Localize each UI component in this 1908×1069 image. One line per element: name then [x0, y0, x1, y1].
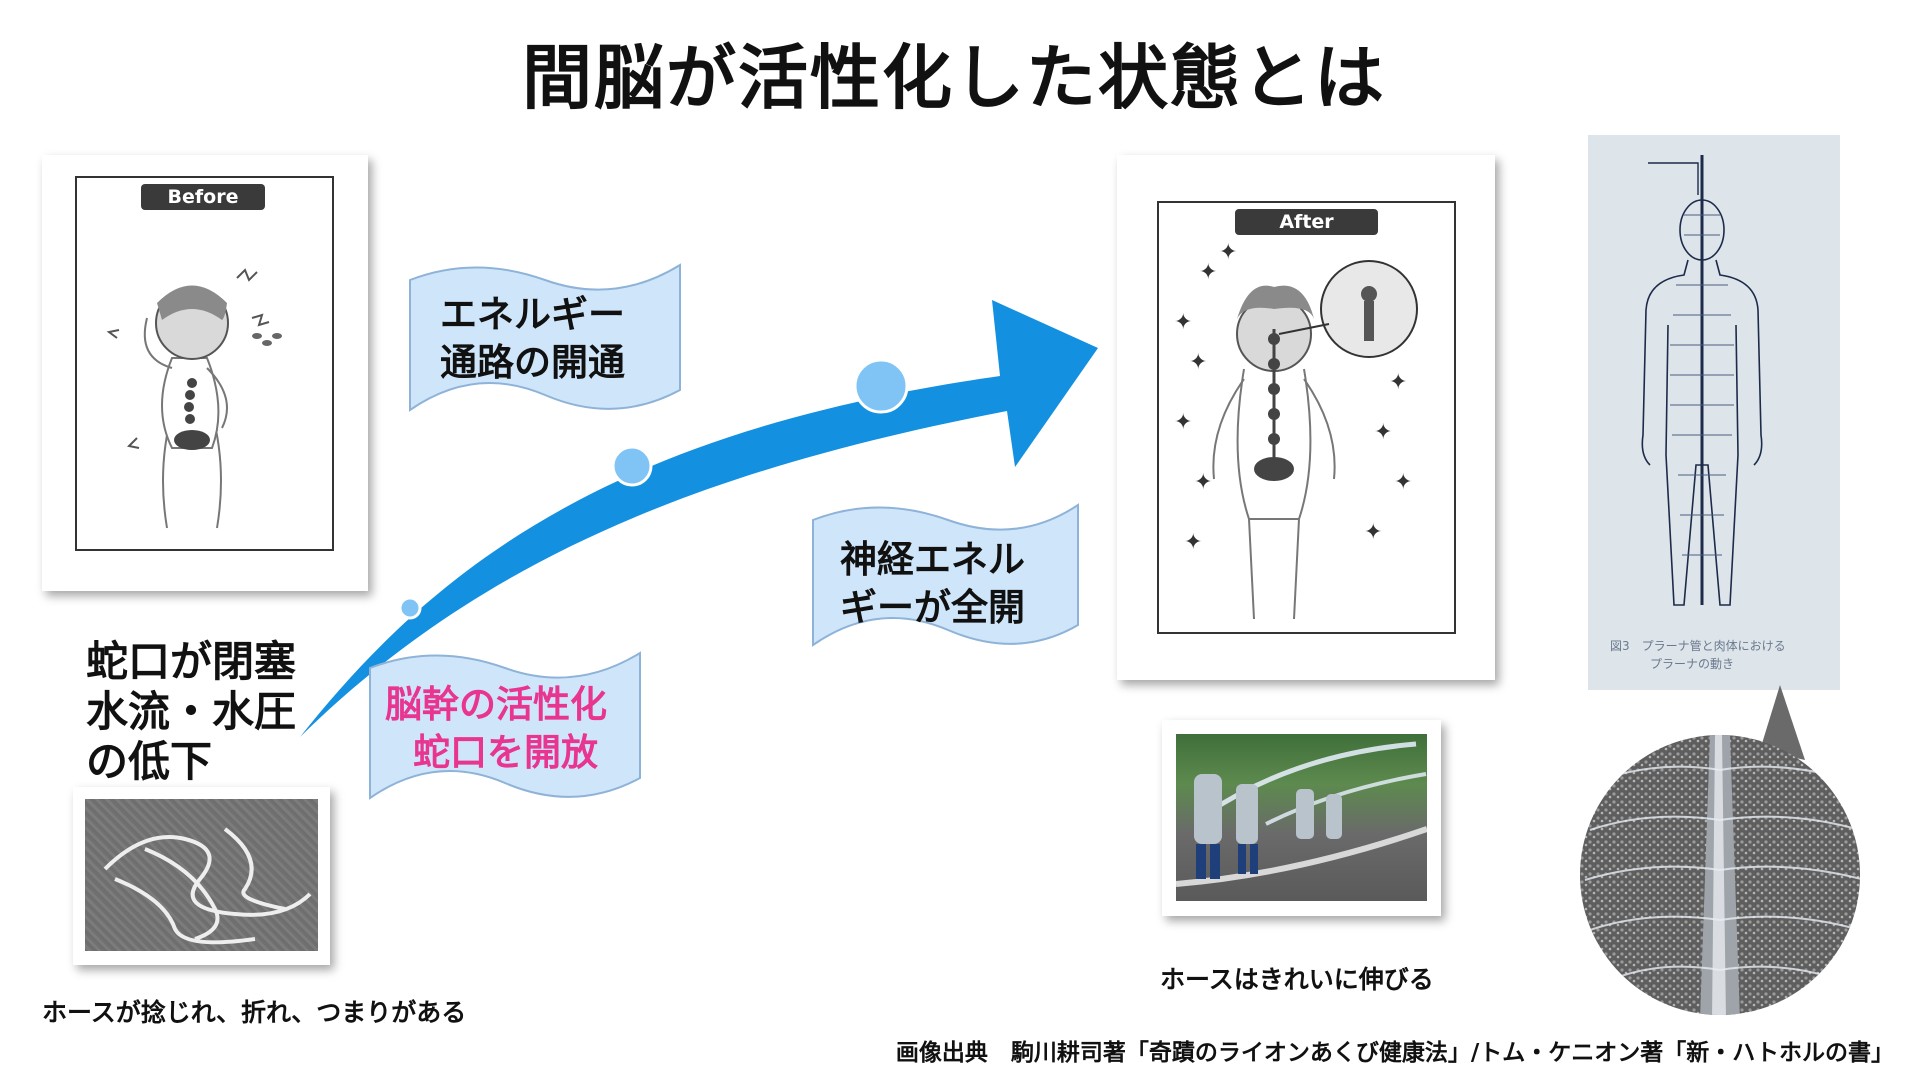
prana-figure-caption: 図3 プラーナ管と肉体における プラーナの動き [1610, 637, 1786, 673]
hose-lines [103, 827, 312, 945]
arrow-dot-medium [611, 445, 653, 487]
svg-text:✦: ✦ [1174, 310, 1192, 335]
after-hose-caption: ホースはきれいに伸びる [1160, 965, 1434, 994]
irrigation-pipe-bubble [1580, 685, 1860, 1015]
arrow-body [300, 300, 1098, 737]
brainstem-banner-shape [369, 651, 641, 800]
nerve-banner-line1: 神経エネル [840, 537, 1025, 581]
arrow-dot-large [853, 358, 909, 414]
page-title: 間脳が活性化した状態とは [522, 37, 1386, 119]
tangled-hose-photo [85, 799, 318, 951]
energy-banner-line2: 通路の開通 [440, 340, 625, 384]
brainstem-banner-text: 脳幹の活性化 蛇口を開放 [385, 680, 607, 776]
after-tag: After [1235, 209, 1378, 235]
brainstem-banner-line1: 脳幹の活性化 [385, 682, 607, 726]
firefighters-scene [1176, 741, 1427, 887]
nerve-banner-shape [812, 503, 1079, 647]
problem-text: 蛇口が閉塞 水流・水圧 の低下 [86, 637, 296, 787]
svg-text:✦: ✦ [1394, 470, 1412, 495]
problem-line3: の低下 [86, 737, 213, 786]
after-figure-illustration: ✦✦✦ ✦✦✦ ✦✦✦ ✦✦ [1174, 240, 1418, 620]
prana-tube-figure: 図3 プラーナ管と肉体における プラーナの動き [1588, 135, 1840, 690]
firefighters-hose-photo [1176, 734, 1427, 901]
svg-text:✦: ✦ [1374, 420, 1392, 445]
svg-text:✦: ✦ [1194, 470, 1212, 495]
arrow-dot-small [398, 596, 422, 620]
after-panel: After ✦✦✦ ✦✦✦ ✦✦✦ ✦✦ [1117, 155, 1495, 680]
before-hose-caption: ホースが捻じれ、折れ、つまりがある [42, 998, 467, 1027]
nerve-banner-line2: ギーが全開 [840, 585, 1025, 629]
before-panel: Before [42, 155, 368, 591]
svg-text:✦: ✦ [1199, 260, 1217, 285]
prana-body-outline [1641, 155, 1763, 606]
brainstem-banner-line2: 蛇口を開放 [413, 730, 598, 774]
prana-caption-line2: プラーナの動き [1650, 657, 1735, 671]
problem-line1: 蛇口が閉塞 [86, 637, 297, 686]
tangled-hose-photo-frame [73, 787, 330, 965]
svg-text:✦: ✦ [1364, 520, 1382, 545]
svg-text:✦: ✦ [1219, 240, 1237, 265]
firefighters-hose-photo-frame [1162, 720, 1441, 916]
prana-caption-line1: 図3 プラーナ管と肉体における [1610, 639, 1786, 653]
energy-banner-text: エネルギー 通路の開通 [440, 290, 625, 386]
svg-text:✦: ✦ [1189, 350, 1207, 375]
problem-line2: 水流・水圧 [86, 687, 297, 736]
image-source-credit: 画像出典 駒川耕司著「奇蹟のライオンあくび健康法」/トム・ケニオン著「新・ハトホ… [895, 1040, 1894, 1066]
svg-text:✦: ✦ [1184, 530, 1202, 555]
nerve-banner-text: 神経エネル ギーが全開 [840, 535, 1025, 631]
svg-text:✦: ✦ [1174, 410, 1192, 435]
before-figure-illustration [106, 268, 282, 529]
energy-banner-line1: エネルギー [440, 292, 625, 336]
before-tag: Before [141, 184, 265, 210]
after-inner-frame: After ✦✦✦ ✦✦✦ ✦✦✦ ✦✦ [1157, 201, 1456, 634]
energy-banner-shape [409, 263, 681, 412]
before-inner-frame: Before [75, 176, 334, 551]
svg-text:✦: ✦ [1389, 370, 1407, 395]
